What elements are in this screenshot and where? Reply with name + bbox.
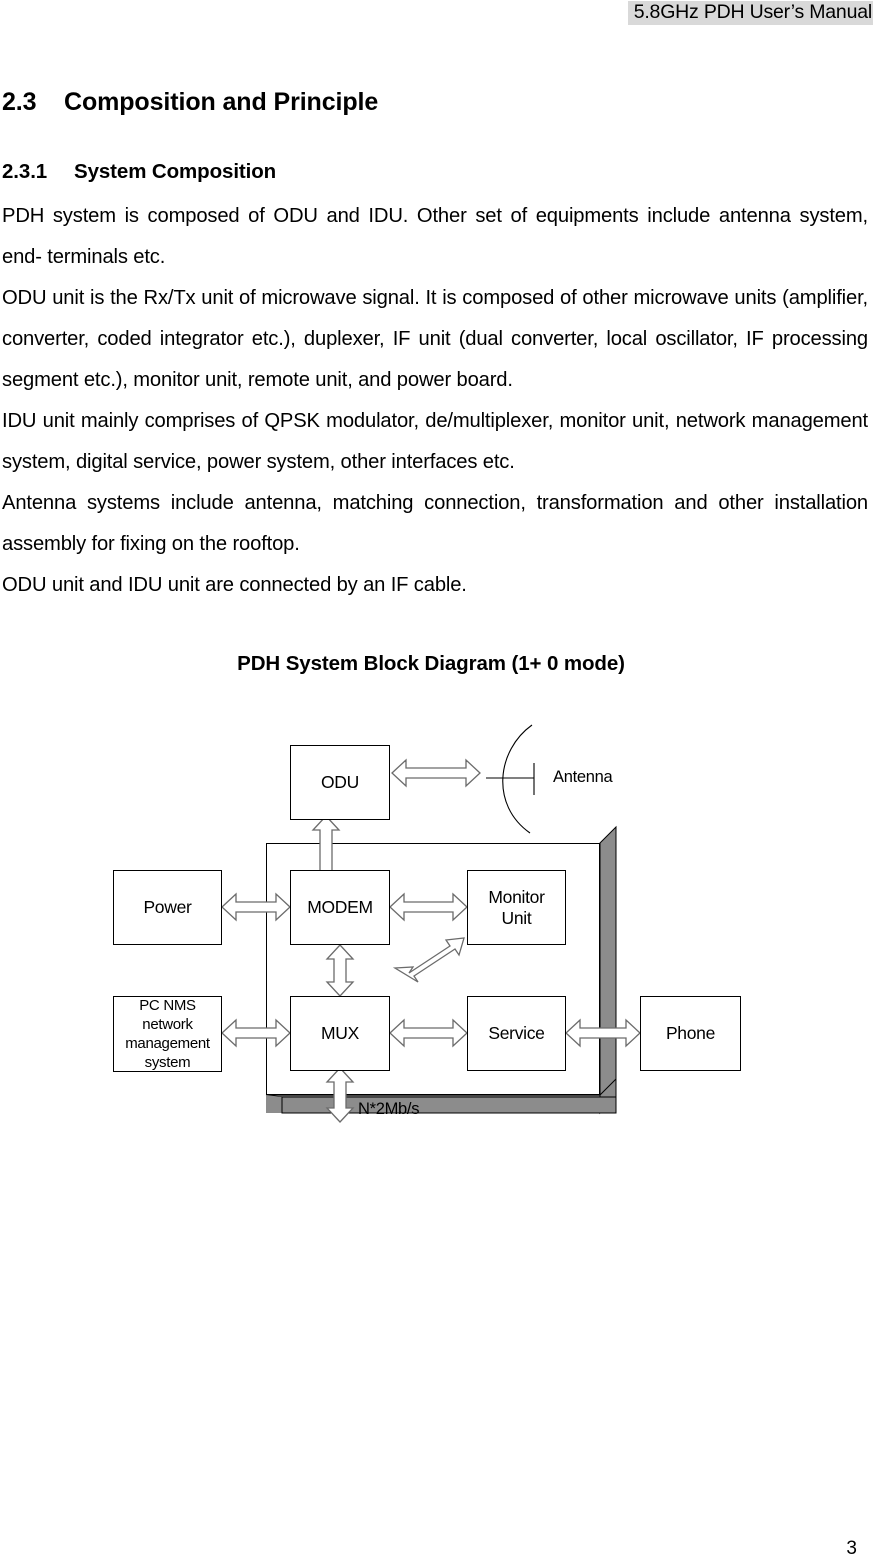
subsection-number: 2.3.1: [2, 160, 48, 183]
arrow-service-phone: [565, 1018, 641, 1048]
section-heading: 2.3 Composition and Principle: [2, 88, 378, 117]
node-pc-nms[interactable]: PC NMS network management system: [113, 996, 222, 1072]
paragraph: ODU unit and IDU unit are connected by a…: [2, 574, 467, 596]
page-number: 3: [846, 1538, 857, 1559]
arrow-mux-tributary: [325, 1067, 355, 1123]
header-title: 5.8GHz PDH User’s Manual: [627, 1, 873, 25]
node-service-label: Service: [488, 1023, 545, 1043]
node-pc-nms-label-line3: management: [125, 1035, 210, 1052]
arrow-mux-service: [389, 1018, 468, 1048]
antenna-label: Antenna: [553, 768, 613, 786]
subsection-heading: 2.3.1 System Composition: [2, 160, 276, 184]
node-odu[interactable]: ODU: [290, 745, 390, 820]
node-mux[interactable]: MUX: [290, 996, 390, 1071]
node-odu-label: ODU: [321, 772, 359, 792]
arrow-mux-monitor-diagonal: [392, 937, 465, 983]
node-mux-label: MUX: [321, 1023, 359, 1043]
body-text: PDH system is composed of ODU and IDU. O…: [2, 196, 868, 606]
node-power-label: Power: [143, 897, 192, 917]
section-number: 2.3: [2, 88, 37, 116]
arrow-odu-antenna: [391, 758, 481, 788]
node-phone[interactable]: Phone: [640, 996, 741, 1071]
node-pc-nms-label-line4: system: [144, 1054, 191, 1071]
node-monitor-unit-label-line2: Unit: [501, 907, 532, 928]
figure-title: PDH System Block Diagram (1+ 0 mode): [237, 652, 625, 675]
paragraph: ODU unit is the Rx/Tx unit of microwave …: [2, 287, 868, 391]
idu-chassis-shadow: [265, 825, 617, 1115]
diagram-connectors: [221, 724, 641, 1123]
paragraph: PDH system is composed of ODU and IDU. O…: [2, 205, 868, 268]
node-modem-label: MODEM: [307, 897, 373, 917]
node-service[interactable]: Service: [467, 996, 566, 1071]
section-title: Composition and Principle: [64, 88, 379, 116]
node-pc-nms-label-line1: PC NMS: [139, 997, 196, 1014]
node-pc-nms-label-line2: network: [142, 1016, 193, 1033]
page-header: 5.8GHz PDH User’s Manual: [0, 0, 873, 25]
node-modem[interactable]: MODEM: [290, 870, 390, 945]
node-monitor-unit[interactable]: Monitor Unit: [467, 870, 566, 945]
arrow-modem-mux: [325, 944, 355, 997]
pdh-system-block-diagram: ODU Power MODEM Monitor Unit PC NMS netw…: [0, 700, 873, 1140]
node-monitor-unit-label-line1: Monitor: [488, 886, 545, 907]
tributary-rate-label: N*2Mb/s: [358, 1100, 420, 1118]
arrow-power-modem: [221, 892, 291, 922]
node-phone-label: Phone: [665, 1023, 716, 1043]
arrow-modem-monitor: [389, 892, 468, 922]
subsection-title: System Composition: [74, 160, 277, 183]
arrow-pcnms-mux: [221, 1018, 291, 1048]
node-power[interactable]: Power: [113, 870, 222, 945]
paragraph: Antenna systems include antenna, matchin…: [2, 492, 868, 555]
paragraph: IDU unit mainly comprises of QPSK modula…: [2, 410, 868, 473]
antenna-icon: [486, 724, 535, 834]
